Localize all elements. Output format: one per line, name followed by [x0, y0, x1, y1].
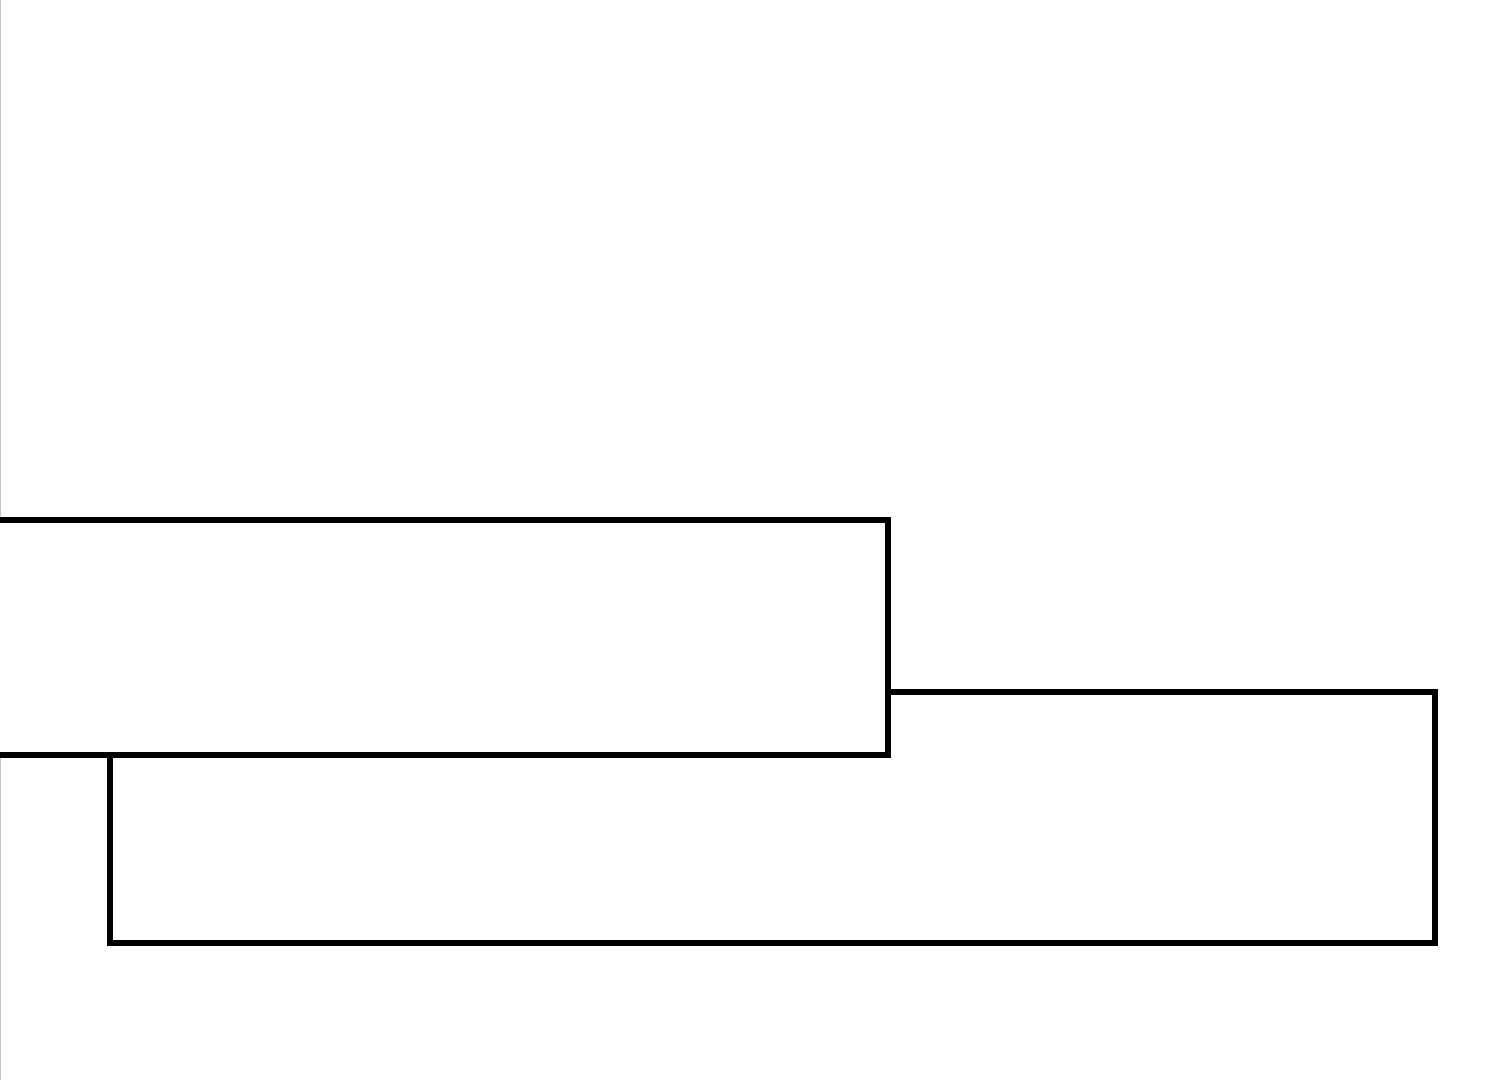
upper-box [0, 517, 891, 758]
